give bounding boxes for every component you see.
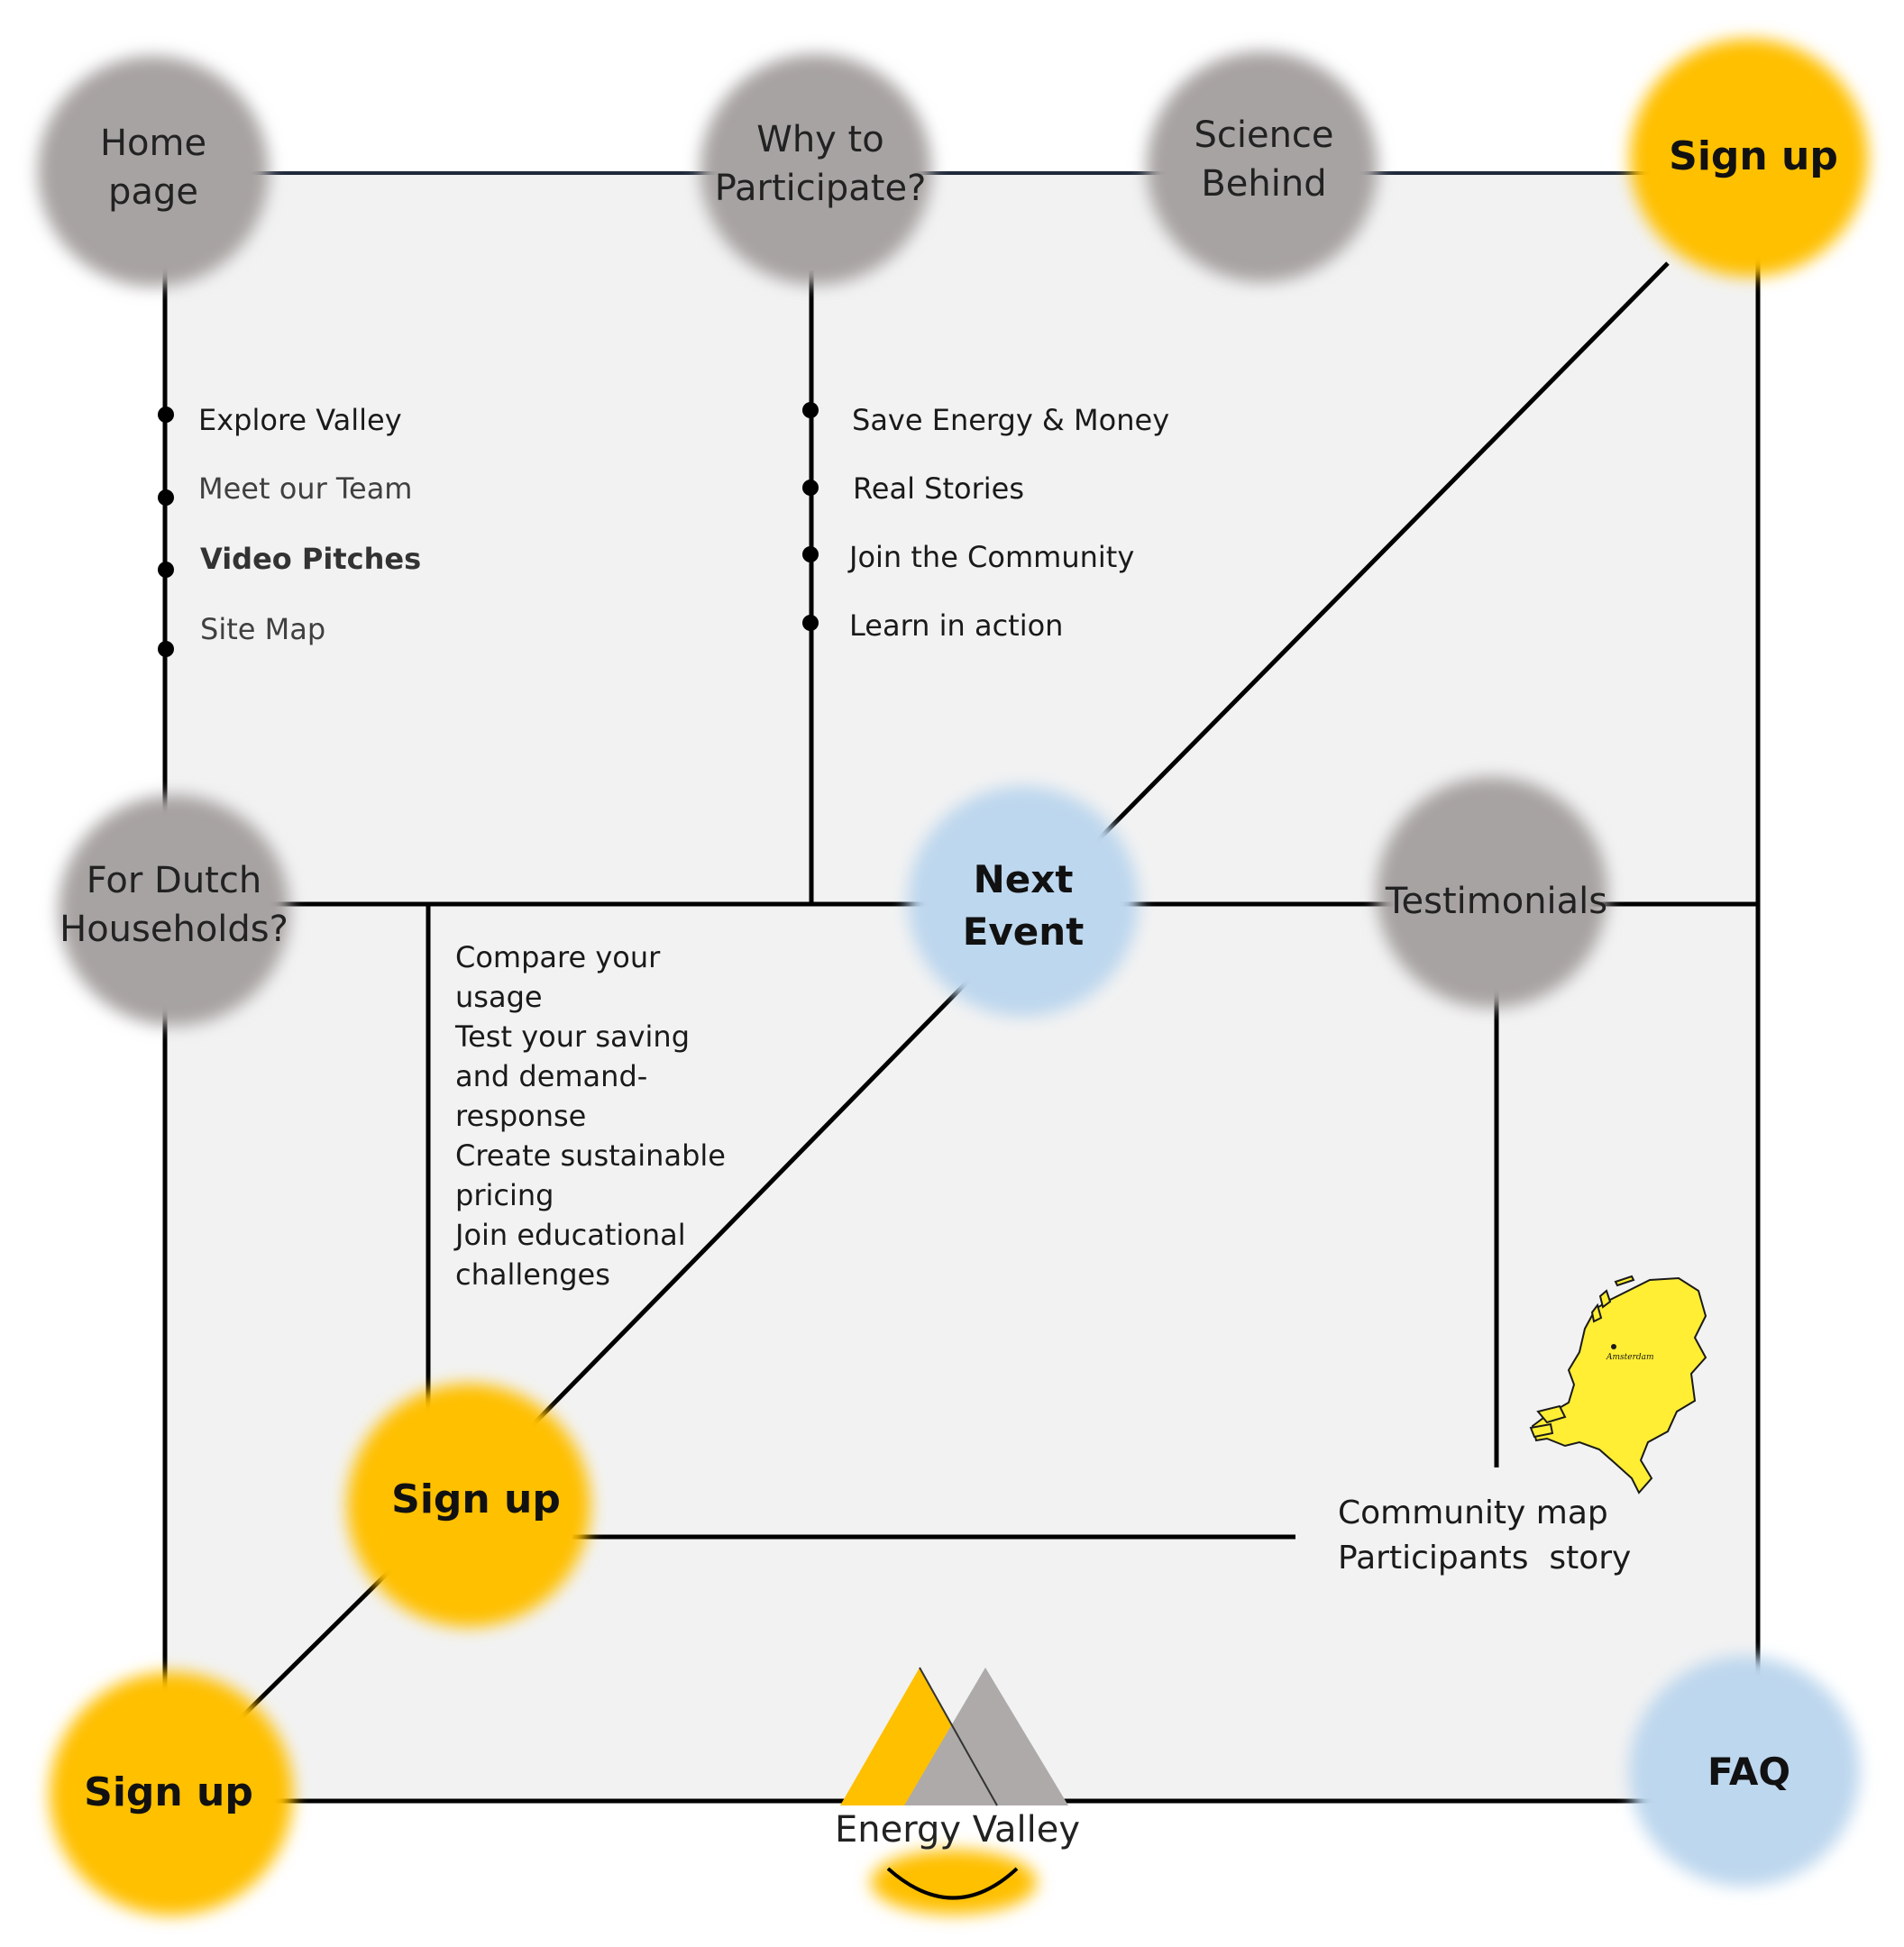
next-event-node-circle <box>908 786 1139 1017</box>
signup-mid-node[interactable]: Sign up <box>391 1476 561 1522</box>
science-node-label-line1: Science <box>1194 114 1333 156</box>
next-event-node-label-line1: Next <box>974 857 1074 901</box>
why-node[interactable]: Why to Participate? <box>715 119 927 209</box>
testimonials-node-label: Testimonials <box>1385 881 1607 922</box>
why-node-circle <box>700 54 931 285</box>
dutch-description-line: pricing <box>455 1178 554 1212</box>
dutch-node-label-line2: Households? <box>60 909 288 950</box>
home-list-item[interactable]: Explore Valley <box>198 403 402 437</box>
home-list: Explore Valley Meet our Team Video Pitch… <box>198 403 421 646</box>
science-node[interactable]: Science Behind <box>1194 114 1333 205</box>
why-list: Save Energy & Money Real Stories Join th… <box>847 403 1169 643</box>
dutch-description: Compare your usage Test your saving and … <box>453 940 726 1292</box>
faq-node-label: FAQ <box>1707 1750 1790 1794</box>
home-node-circle <box>38 56 269 287</box>
faq-node-circle <box>1629 1656 1860 1887</box>
signup-mid-node-label: Sign up <box>391 1476 561 1522</box>
dutch-description-line: and demand- <box>455 1059 647 1093</box>
signup-top-node-circle <box>1630 39 1868 277</box>
why-bullets <box>802 402 819 631</box>
signup-bottom-node-label: Sign up <box>84 1769 253 1815</box>
home-bullets <box>158 407 174 657</box>
energy-valley-logo-label: Energy Valley <box>835 1809 1080 1851</box>
dutch-description-line: Join educational <box>453 1218 686 1252</box>
logo-divider-line <box>919 1667 998 1806</box>
dutch-description-line: Compare your <box>455 940 661 974</box>
faq-node[interactable]: FAQ <box>1707 1750 1790 1794</box>
dutch-description-line: challenges <box>455 1257 610 1292</box>
why-node-label-line2: Participate? <box>715 168 927 209</box>
netherlands-islands <box>1590 1275 1635 1323</box>
signup-top-node-label: Sign up <box>1669 133 1838 179</box>
home-list-item[interactable]: Meet our Team <box>198 471 412 506</box>
testimonials-description-line: Community map <box>1338 1495 1608 1531</box>
diagonal-middle-connector <box>526 976 973 1432</box>
dutch-description-line: usage <box>455 980 543 1014</box>
signup-top-node[interactable]: Sign up <box>1669 133 1838 179</box>
next-event-node[interactable]: Next Event <box>963 857 1085 954</box>
node-circles <box>38 39 1868 1915</box>
home-list-item[interactable]: Site Map <box>200 612 325 646</box>
dutch-node-circle <box>59 795 289 1026</box>
testimonials-node[interactable]: Testimonials <box>1385 881 1607 922</box>
why-list-item[interactable]: Real Stories <box>853 471 1024 506</box>
netherlands-map-shape <box>1531 1276 1707 1495</box>
dutch-description-line: response <box>455 1099 586 1133</box>
home-node-label-line1: Home <box>100 123 206 164</box>
science-node-label-line2: Behind <box>1201 163 1326 205</box>
next-event-node-label-line2: Event <box>963 910 1085 954</box>
signup-mid-node-circle <box>347 1384 590 1627</box>
diagonal-upper-connector <box>1094 261 1670 845</box>
why-list-item[interactable]: Learn in action <box>849 608 1063 643</box>
signup-bottom-node-circle <box>50 1672 293 1915</box>
why-list-item[interactable]: Join the Community <box>847 540 1134 574</box>
home-node[interactable]: Home page <box>100 123 206 213</box>
testimonials-node-circle <box>1377 777 1607 1008</box>
netherlands-map-icon: Amsterdam <box>1529 1275 1707 1495</box>
smile-glow <box>871 1850 1037 1915</box>
home-node-label-line2: page <box>108 171 198 213</box>
why-node-label-line1: Why to <box>756 119 883 160</box>
amsterdam-dot <box>1611 1344 1616 1349</box>
home-list-item[interactable]: Video Pitches <box>200 542 421 576</box>
why-list-item[interactable]: Save Energy & Money <box>852 403 1169 437</box>
amsterdam-label: Amsterdam <box>1606 1353 1654 1362</box>
signup-bottom-node[interactable]: Sign up <box>84 1769 253 1815</box>
dutch-node[interactable]: For Dutch Households? <box>60 860 288 950</box>
logo-gray-triangle <box>904 1668 1068 1805</box>
science-node-circle <box>1147 51 1378 282</box>
zeeland-shape <box>1529 1404 1567 1439</box>
dutch-node-label-line1: For Dutch <box>87 860 261 901</box>
dutch-description-line: Test your saving <box>454 1019 690 1054</box>
energy-valley-logo[interactable]: Energy Valley <box>835 1667 1080 1915</box>
dutch-description-line: Create sustainable <box>455 1138 726 1173</box>
testimonials-description: Community map Participants story <box>1338 1495 1631 1577</box>
smile-curve <box>886 1867 1019 1900</box>
testimonials-description-line: Participants story <box>1338 1540 1631 1577</box>
diagonal-lower-connector <box>231 1562 398 1728</box>
